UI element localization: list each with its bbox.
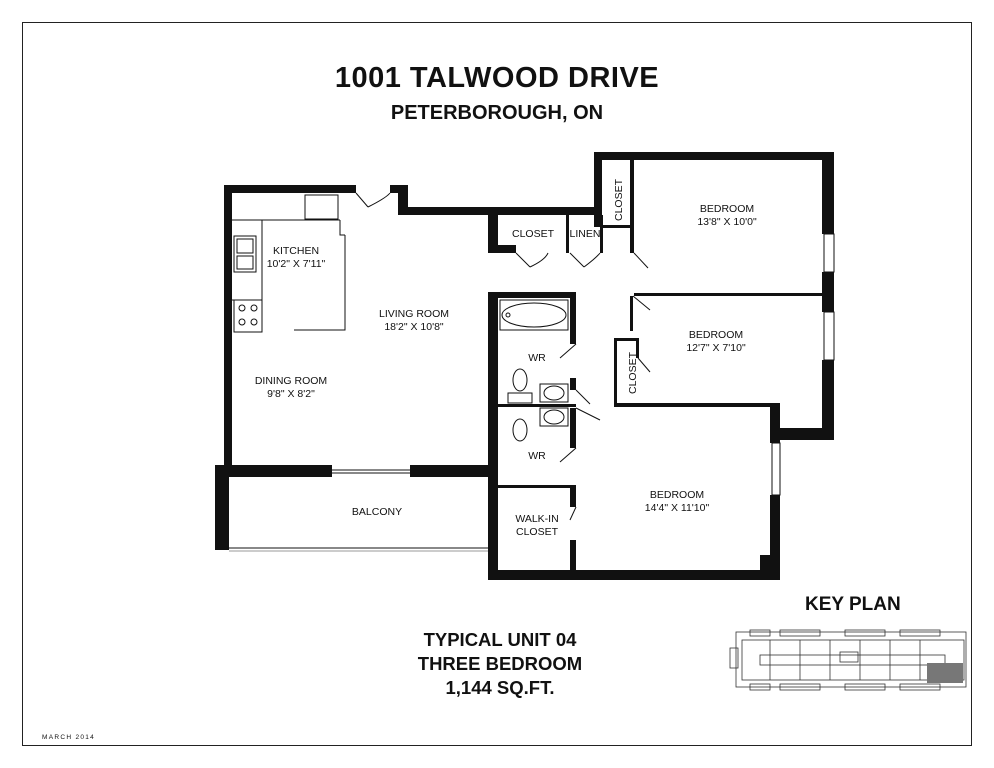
closet-bedroom2-label: CLOSET [627,351,639,395]
unit-type: TYPICAL UNIT 04 [423,629,577,650]
key-plan-unit-highlight [927,663,963,683]
closet-label: CLOSET [511,228,555,240]
wall-top-bedroom1 [594,152,834,160]
linen-label: LINEN [569,228,601,240]
date-footer: MARCH 2014 [42,734,96,741]
wall-bottom [488,570,780,580]
unit-bedrooms: THREE BEDROOM [417,653,583,674]
page-border [22,22,972,746]
closet-bedroom1-label: CLOSET [613,178,625,222]
wall-balcony-left [215,465,229,550]
city-subtitle: PETERBOROUGH, ON [390,102,604,124]
walls [215,152,834,580]
wr2-label: WR [528,450,546,462]
wall-bath-left [488,292,498,580]
wall-top-kitchen [224,185,356,193]
key-plan-diagram [729,629,967,691]
wall-top-hall [398,207,598,215]
wall-left [224,185,232,465]
balcony-label: BALCONY [351,506,403,518]
unit-area: 1,144 SQ.FT. [445,677,555,698]
key-plan-title: KEY PLAN [805,594,901,615]
address-title: 1001 TALWOOD DRIVE [334,62,660,94]
wr1-label: WR [528,352,546,364]
